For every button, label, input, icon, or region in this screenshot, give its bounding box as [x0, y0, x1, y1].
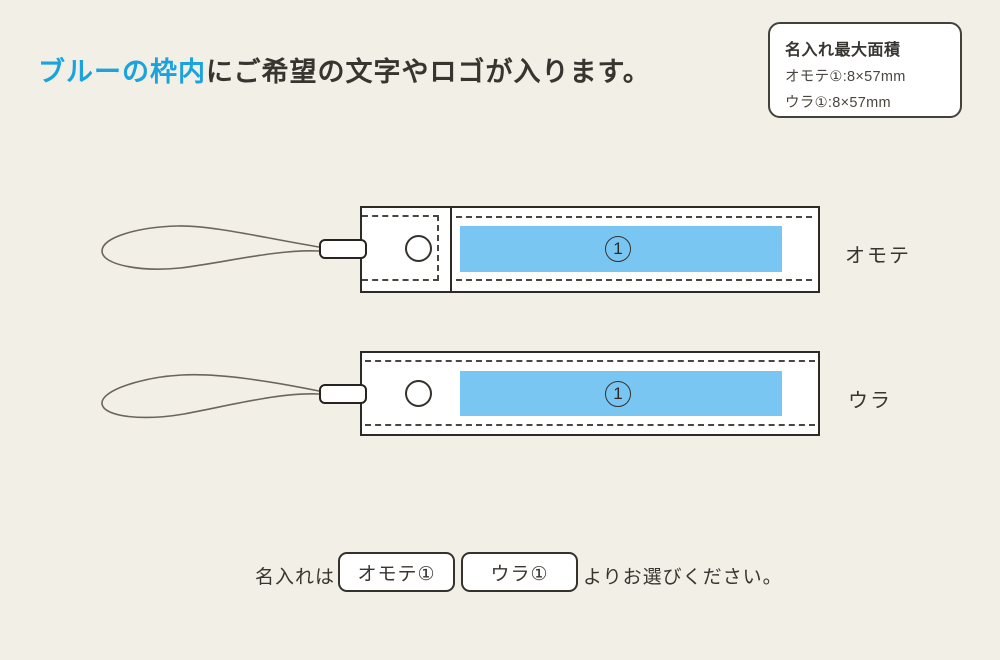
stitch-line-back-top [365, 360, 815, 362]
option-back-button[interactable]: ウラ① [461, 552, 578, 592]
imprint-size-front: オモテ①:8×57mm [785, 69, 906, 85]
strap-front-illustration: 1 [360, 206, 820, 293]
strap-cord-connector-back [319, 384, 367, 404]
stitch-line-back-bottom [365, 424, 815, 426]
option-front-button[interactable]: オモテ① [338, 552, 455, 592]
imprint-size-info-box: 名入れ最大面積 オモテ①:8×57mm ウラ①:8×57mm [768, 22, 962, 118]
snap-button-back [405, 380, 432, 407]
print-area-back: 1 [460, 371, 782, 416]
print-area-front-number-badge: 1 [605, 236, 631, 262]
side-label-back: ウラ [848, 390, 892, 412]
fold-seam-front [450, 208, 452, 291]
stitch-line-front-left [362, 215, 439, 281]
print-area-front: 1 [460, 226, 782, 272]
snap-button-front [405, 235, 432, 262]
stitch-line-front-bottom [456, 279, 812, 281]
page-title-highlight: ブルーの枠内 [38, 57, 206, 87]
print-area-back-number: 1 [613, 383, 623, 403]
page-title: ブルーの枠内にご希望の文字やロゴが入ります。 [38, 50, 651, 89]
footer-suffix-text: よりお選びください。 [583, 567, 783, 588]
strap-cord-loop-front-icon [101, 225, 320, 270]
imprint-size-title: 名入れ最大面積 [785, 42, 901, 59]
strap-cord-connector-front [319, 239, 367, 259]
print-area-front-number: 1 [613, 239, 623, 258]
footer-prefix-text: 名入れは [255, 567, 336, 588]
stitch-line-front-top [456, 216, 812, 218]
print-area-back-number-badge: 1 [605, 380, 631, 407]
side-label-front: オモテ [845, 245, 911, 267]
strap-cord-loop-back-icon [101, 373, 320, 419]
page-title-rest: にご希望の文字やロゴが入ります。 [206, 57, 651, 87]
strap-back-illustration: 1 [360, 351, 820, 436]
imprint-size-back: ウラ①:8×57mm [785, 95, 891, 111]
